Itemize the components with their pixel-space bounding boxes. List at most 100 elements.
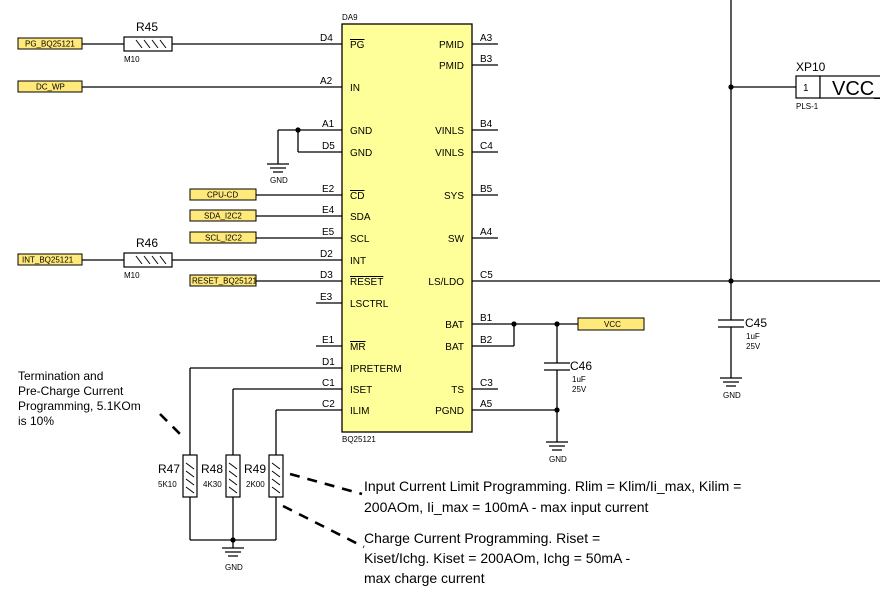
leader-charge-current [282,504,365,549]
pin-number: C5 [480,270,493,281]
pin-number: B2 [480,335,493,346]
right-pin-7: C5 LS/LDO [428,270,880,288]
pin-number: A2 [320,76,333,87]
pin-label: SYS [444,191,464,202]
pin-number: A5 [480,399,493,410]
right-pin-1: A3 PMID [439,33,498,51]
svg-text:Pre-Charge Current: Pre-Charge Current [18,384,124,398]
pin-label: RESET [350,277,383,288]
net-label-int: INT_BQ25121 [17,253,83,266]
pin-number: A3 [480,33,493,44]
left-pin-9: D3 RESET [256,270,383,288]
pin-number: E2 [322,184,335,195]
note-input-current-limit: Input Current Limit Programming. Rlim = … [364,478,741,515]
right-pin-10: C3 TS [451,378,498,396]
c46-ref: C46 [570,359,592,373]
right-pin-11: A5 PGND [435,399,557,417]
c46-value: 1uF [572,375,586,384]
pin-label: MR [350,342,366,353]
c45-ref: C45 [745,316,767,330]
net-label-reset: RESET_BQ25121 [189,274,257,287]
pin-number: D4 [320,33,333,44]
net-label-pg: PG_BQ25121 [17,37,83,50]
ground-label: GND [549,455,567,464]
pin-label: LSCTRL [350,299,389,310]
pin-label: TS [451,385,464,396]
ground-label: GND [225,563,243,572]
svg-text:SCL_I2C2: SCL_I2C2 [205,234,242,243]
xp10-ref: XP10 [796,60,826,74]
gnd-bottom: GND [190,537,276,572]
svg-text:VCC: VCC [604,320,621,329]
svg-text:CPU-CD: CPU-CD [207,191,238,200]
note-termination: Termination and Pre-Charge Current Progr… [18,369,141,428]
xp10-pin: 1 [803,83,809,94]
resistor-r48: R48 4K30 [201,389,241,540]
pin-label: VINLS [435,126,464,137]
chip-part-number: BQ25121 [342,435,376,444]
pin-label: SW [448,234,465,245]
net-label-cpucd: CPU-CD [189,188,257,201]
left-pin-3: A1 GND [298,119,372,137]
pin-number: B3 [480,54,493,65]
pin-number: C4 [480,141,493,152]
c46-voltage: 25V [572,385,587,394]
svg-text:is 10%: is 10% [18,414,54,428]
svg-text:PG_BQ25121: PG_BQ25121 [25,40,75,49]
svg-text:Termination and: Termination and [18,369,103,383]
chip-body [341,23,473,433]
left-pin-10: E3 LSCTRL [316,292,389,310]
left-pin-6: E4 SDA [256,205,371,223]
net-label-dcwp: DC_WP [17,80,83,93]
svg-text:Kiset/Ichg. Kiset = 200AOm, Ic: Kiset/Ichg. Kiset = 200AOm, Ichg = 50mA … [364,550,630,566]
pin-number: C3 [480,378,493,389]
svg-text:INT_BQ25121: INT_BQ25121 [22,256,74,265]
leader-input-limit [289,472,363,496]
pin-number: A4 [480,227,493,238]
c45-network: GND C45 1uF 25V [718,0,767,400]
pin-label: VINLS [435,148,464,159]
net-label-vcc: VCC [577,317,645,331]
pin-label: CD [350,191,364,202]
right-pin-4: C4 VINLS [435,141,498,159]
svg-text:RESET_BQ25121: RESET_BQ25121 [192,277,257,286]
pin-label: GND [350,126,372,137]
right-pin-6: A4 SW [448,227,498,245]
r47-ref: R47 [158,462,180,476]
pin-number: E1 [322,335,335,346]
svg-text:Programming, 5.1KOm: Programming, 5.1KOm [18,399,141,413]
pin-label: PMID [439,61,464,72]
pin-number: B4 [480,119,493,130]
c45-value: 1uF [746,332,760,341]
right-pin-3: B4 VINLS [435,119,498,137]
net-label-scl: SCL_I2C2 [189,231,257,244]
resistor-r49: R49 2K00 [244,410,284,540]
left-pin-7: E5 SCL [256,227,370,245]
left-pin-4: D5 GND [298,141,372,159]
pin-number: E5 [322,227,335,238]
svg-text:200AOm, Ii_max = 100mA - max i: 200AOm, Ii_max = 100mA - max input curre… [364,499,649,515]
pin-number: D5 [322,141,335,152]
note-charge-current: Charge Current Programming. Riset = Kise… [364,530,630,586]
pin-label: PG [350,40,365,51]
left-pin-5: E2 CD [256,184,364,202]
pin-label: BAT [445,320,464,331]
r46-value: M10 [124,271,140,280]
xp10-net: VCC_ [832,78,880,100]
pin-label: SCL [350,234,370,245]
chip-da9: DA9 BQ25121 [341,13,473,444]
svg-text:DC_WP: DC_WP [36,83,65,92]
r49-ref: R49 [244,462,266,476]
pin-label: ISET [350,385,372,396]
left-pin-2: A2 IN [82,76,360,94]
svg-text:max charge current: max charge current [364,570,485,586]
pin-label: INT [350,256,366,267]
pin-number: D1 [322,357,335,368]
resistor-r47: R47 5K10 [158,368,198,540]
connector-xp10: XP10 1 VCC_ PLS-1 [795,60,880,111]
pin-label: PMID [439,40,464,51]
left-pin-14: C2 ILIM [276,399,369,417]
r48-ref: R48 [201,462,223,476]
svg-text:Input Current Limit Programmin: Input Current Limit Programming. Rlim = … [364,478,741,494]
